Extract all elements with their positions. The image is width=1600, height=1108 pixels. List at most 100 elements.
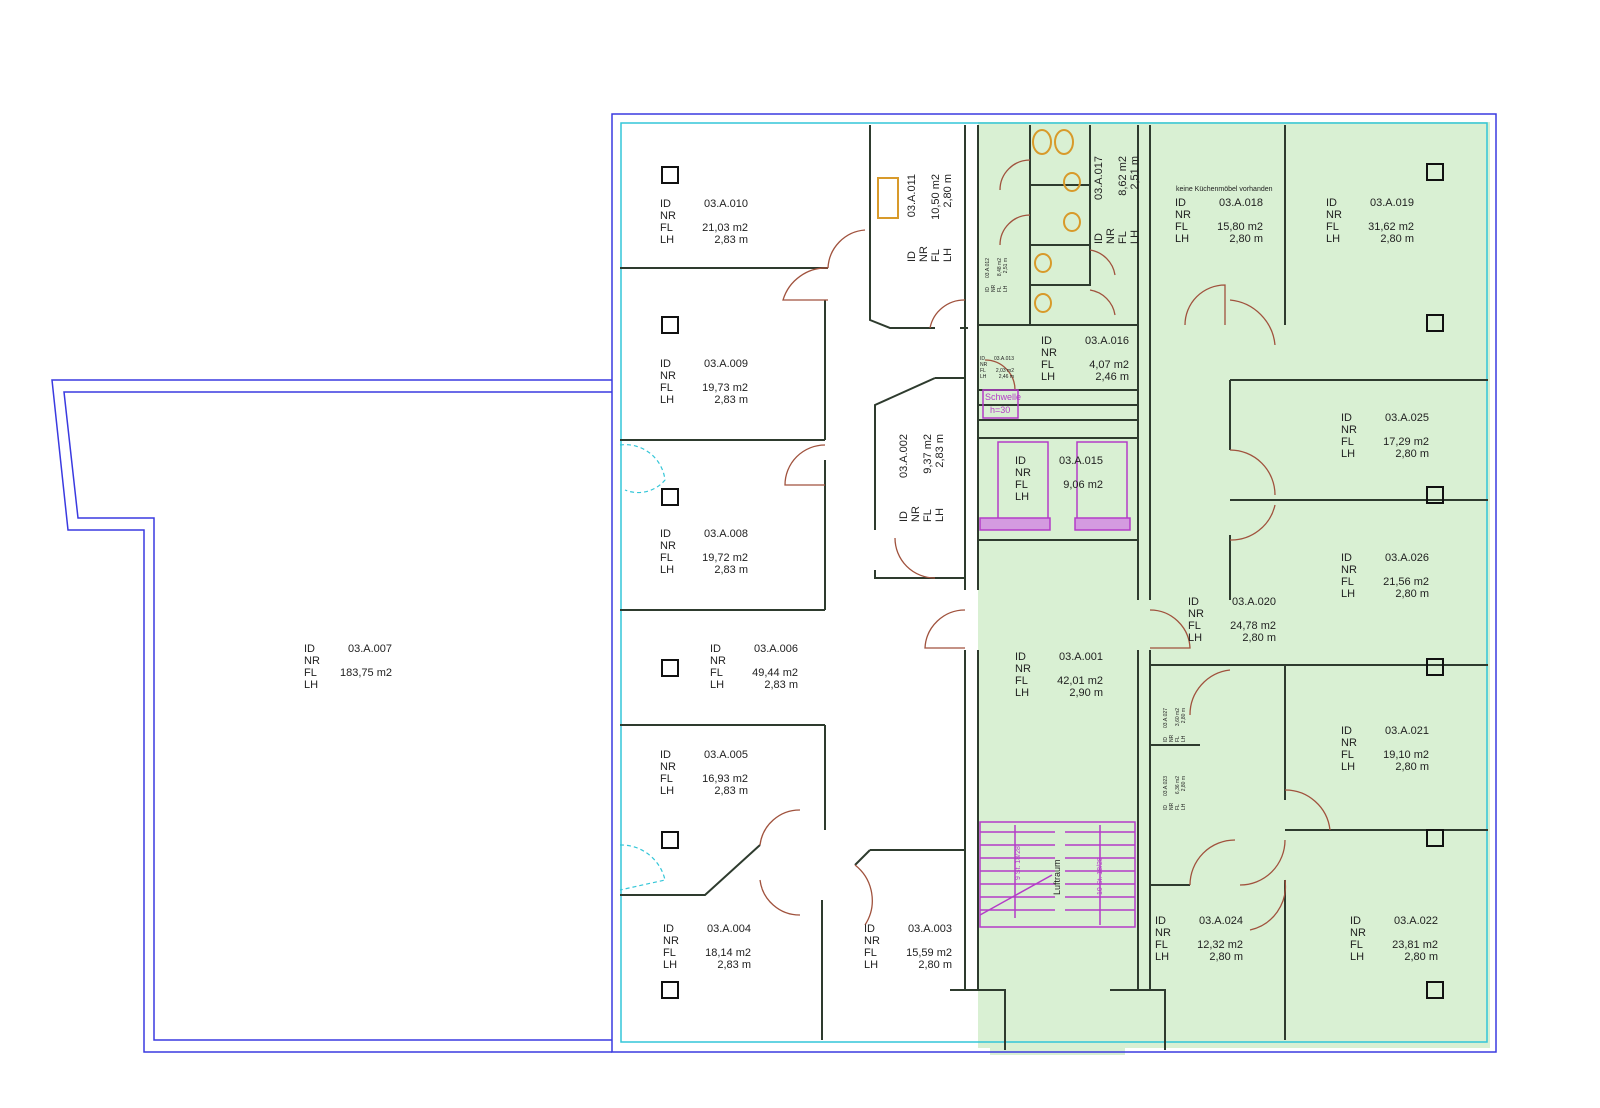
field-key: ID <box>710 643 721 655</box>
room-field-id: ID 03.A.017 <box>1093 156 1105 244</box>
room-field-nr: NR <box>660 540 748 552</box>
room-field-nr: NR <box>1015 467 1103 479</box>
field-key: FL <box>1015 479 1028 491</box>
field-value: 03.A.005 <box>703 749 748 761</box>
field-key: ID <box>1093 233 1105 244</box>
field-value: 17,29 m2 <box>1383 436 1429 448</box>
field-value: 03.A.024 <box>1198 915 1243 927</box>
field-value: 2,03 m2 <box>995 368 1014 374</box>
field-key: FL <box>1341 436 1354 448</box>
field-value: 23,81 m2 <box>1392 939 1438 951</box>
field-value: 18,14 m2 <box>705 947 751 959</box>
field-value: 2,80 m <box>1395 448 1429 460</box>
field-value <box>1051 491 1103 503</box>
glass-doors <box>619 444 666 891</box>
field-value: 03.A.007 <box>347 643 392 655</box>
field-value: 03.A.015 <box>1058 455 1103 467</box>
field-value: 10,50 m2 <box>930 174 942 220</box>
field-value: 03.A.001 <box>1058 651 1103 663</box>
field-key: NR <box>660 370 676 382</box>
field-key: NR <box>1015 467 1031 479</box>
room-field-nr: NR <box>1341 737 1429 749</box>
field-key: ID <box>1155 915 1166 927</box>
room-field-nr: NR <box>910 434 922 522</box>
room-field-nr: NR <box>1341 564 1429 576</box>
room-field-nr: NR <box>1175 209 1263 221</box>
field-key: LH <box>1341 588 1356 600</box>
field-value: 2,80 m <box>1229 233 1263 245</box>
field-key: LH <box>660 564 675 576</box>
field-key: NR <box>660 210 676 222</box>
field-value: 2,51 m <box>1003 258 1009 274</box>
field-value: 19,10 m2 <box>1383 749 1429 761</box>
field-key: NR <box>1350 927 1366 939</box>
field-key: LH <box>1015 491 1030 503</box>
field-value: 12,32 m2 <box>1197 939 1243 951</box>
field-value: 2,80 m <box>1209 951 1243 963</box>
field-key: FL <box>660 382 673 394</box>
field-value: 2,83 m <box>714 564 748 576</box>
room-field-nr: NR <box>1188 608 1276 620</box>
field-value: 03.A.002 <box>898 434 910 479</box>
field-key: ID <box>1326 197 1337 209</box>
field-value: 15,59 m2 <box>906 947 952 959</box>
field-value: 2,83 m <box>714 394 748 406</box>
field-value: 15,80 m2 <box>1217 221 1263 233</box>
field-key: FL <box>922 509 934 522</box>
field-value: 03.A.016 <box>1084 335 1129 347</box>
field-value: 2,83 m <box>764 679 798 691</box>
field-key: NR <box>1105 228 1117 244</box>
field-key: LH <box>1129 229 1141 244</box>
field-key: LH <box>934 507 946 522</box>
field-key: FL <box>660 222 673 234</box>
field-value: 03.A.020 <box>1231 596 1276 608</box>
field-value: 03.A.017 <box>1093 156 1105 201</box>
field-value: 2,80 m <box>1404 951 1438 963</box>
room-field-nr: NR <box>660 370 748 382</box>
field-key: FL <box>1155 939 1168 951</box>
field-key: ID <box>1041 335 1052 347</box>
field-key: NR <box>980 362 988 368</box>
field-key: FL <box>1015 675 1028 687</box>
room-field-nr: NR <box>1326 209 1414 221</box>
field-key: ID <box>1350 915 1361 927</box>
field-key: FL <box>1326 221 1339 233</box>
room-field-nr: NR <box>864 935 952 947</box>
field-key: ID <box>1341 552 1352 564</box>
field-value: 16,93 m2 <box>702 773 748 785</box>
field-value: 2,80 m <box>942 174 954 208</box>
field-value: 2,80 m <box>1181 708 1187 724</box>
room-field-nr: NR <box>1341 424 1429 436</box>
field-value: 03.A.021 <box>1384 725 1429 737</box>
field-value: 8,62 m2 <box>1117 156 1129 196</box>
field-value: 24,78 m2 <box>1230 620 1276 632</box>
field-key: LH <box>1041 371 1056 383</box>
